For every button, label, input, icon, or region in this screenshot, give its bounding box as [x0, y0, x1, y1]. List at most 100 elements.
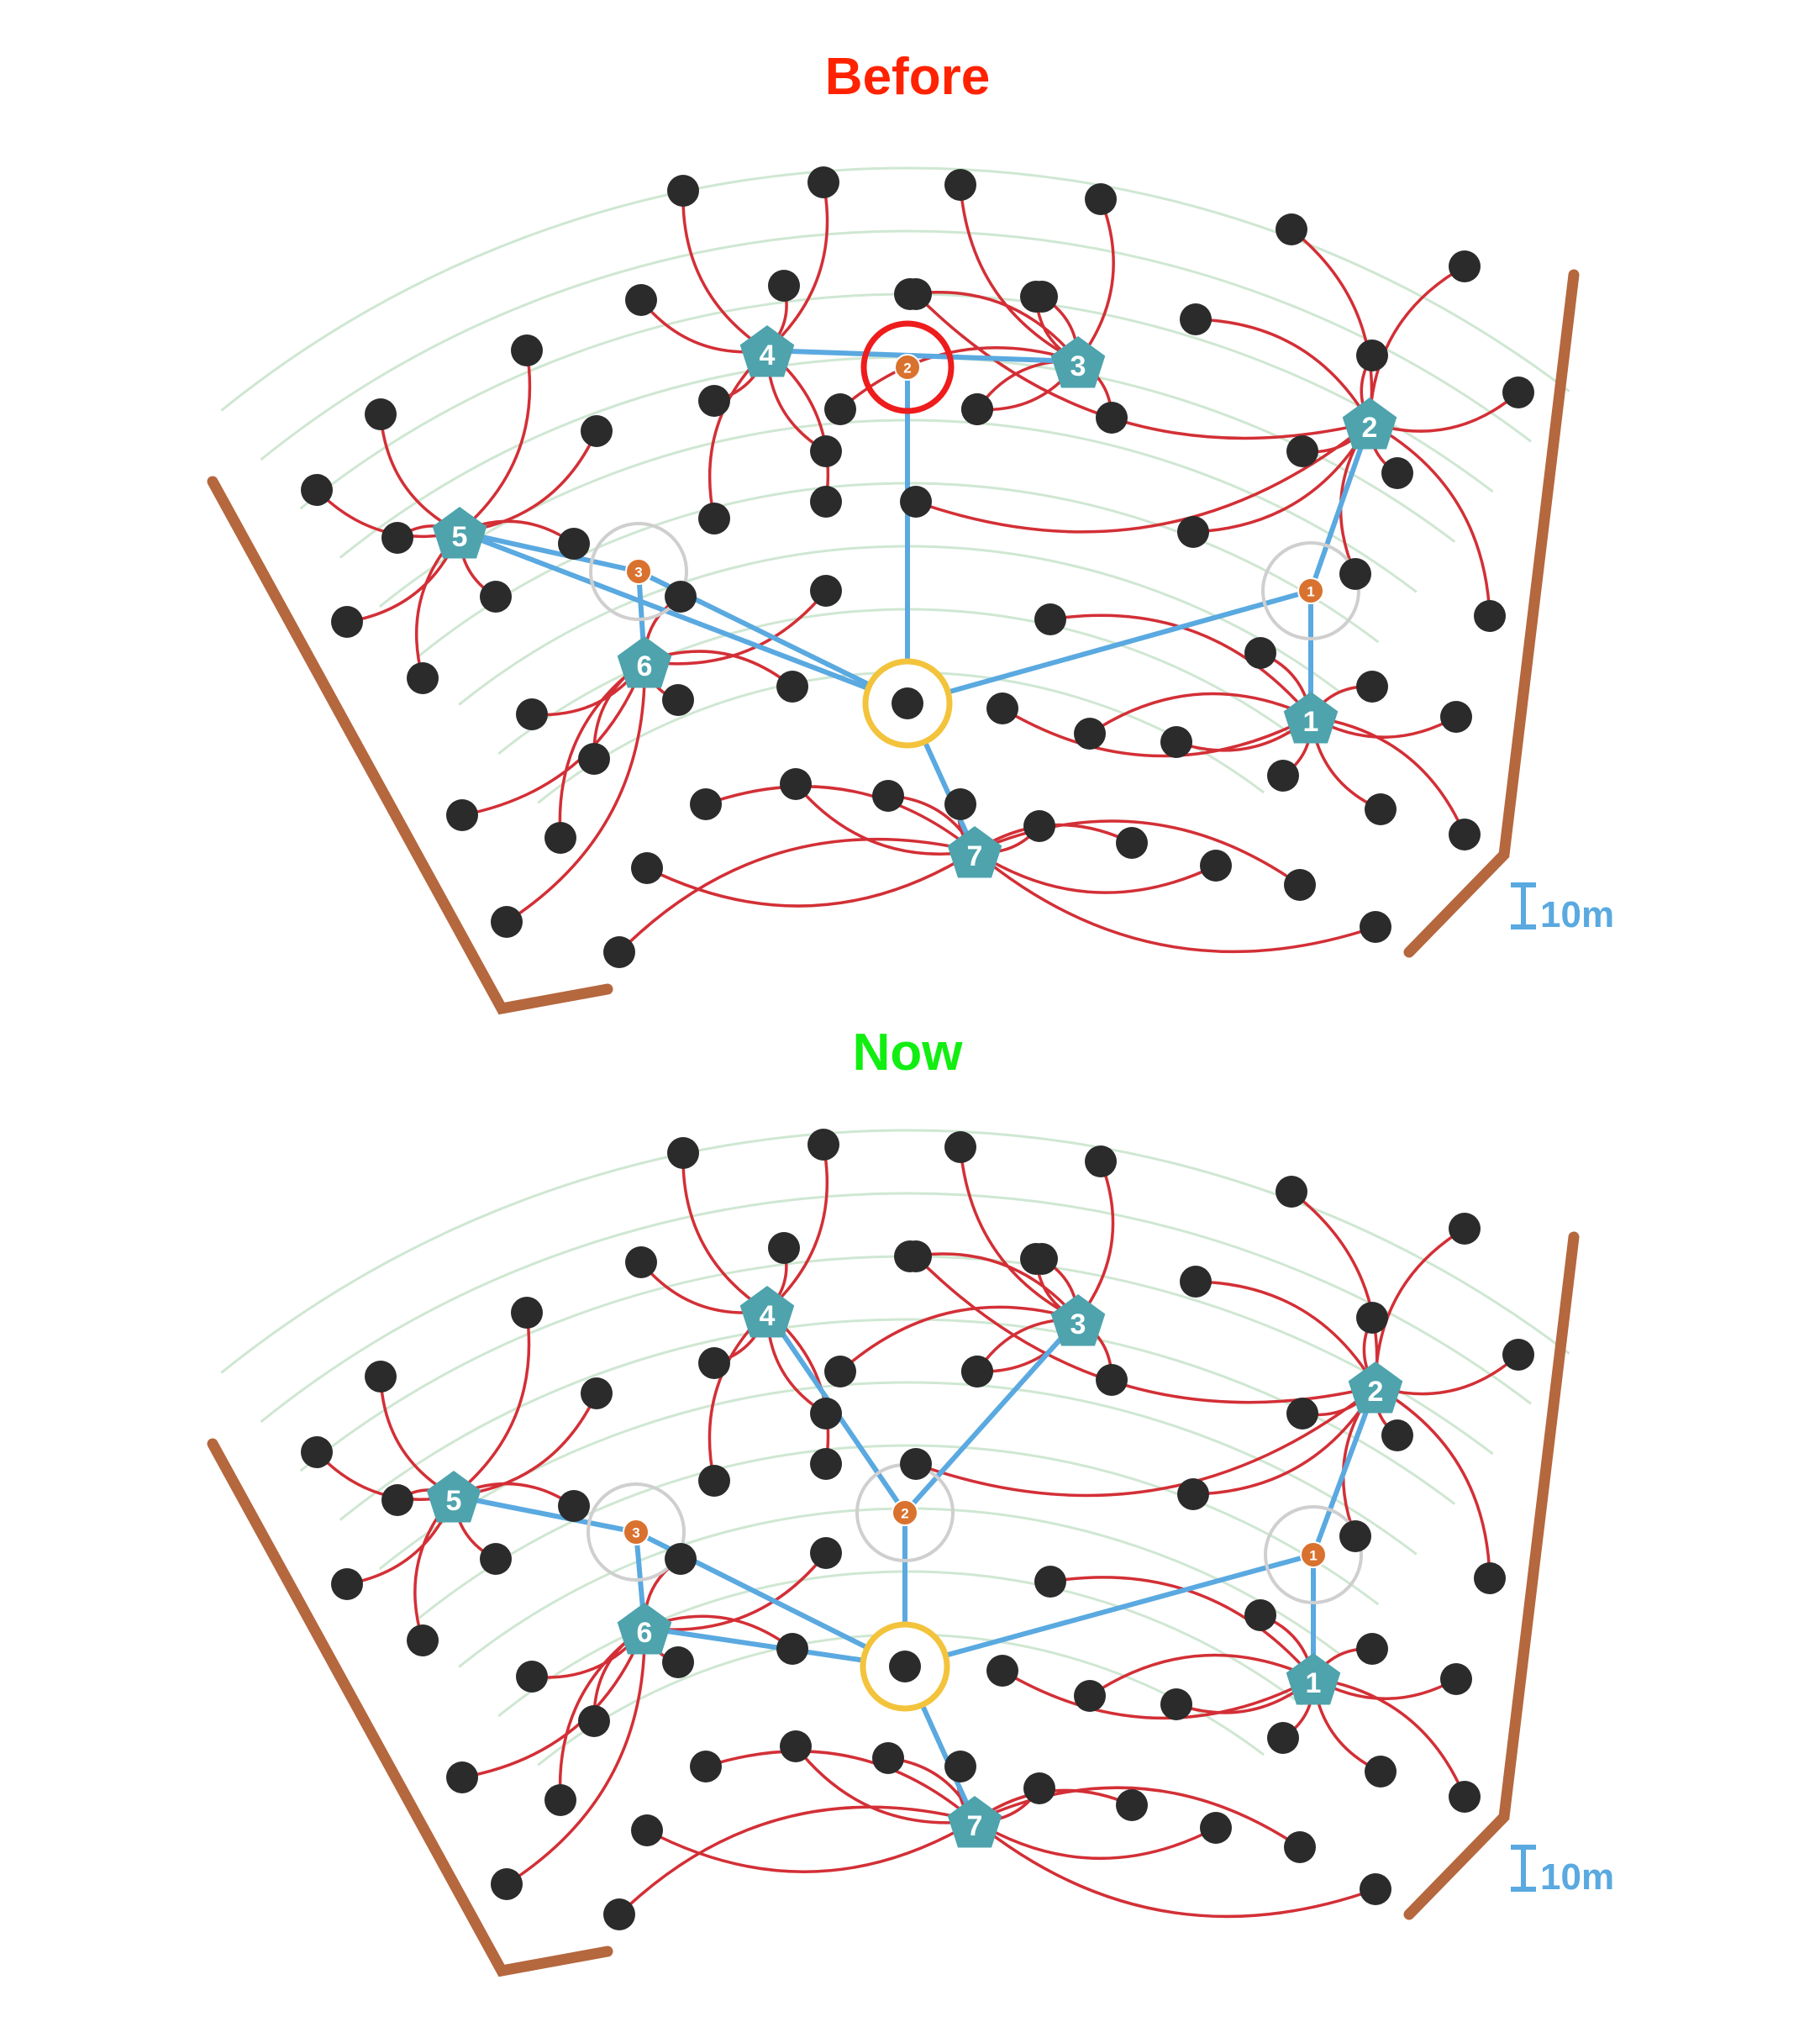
- device-node[interactable]: [516, 698, 548, 730]
- device-node[interactable]: [1286, 435, 1318, 467]
- device-node[interactable]: [365, 398, 397, 430]
- device-node[interactable]: [961, 1356, 993, 1387]
- device-node[interactable]: [1267, 1722, 1299, 1754]
- device-node[interactable]: [331, 606, 363, 638]
- hub-6[interactable]: 6: [617, 636, 672, 688]
- device-node[interactable]: [578, 743, 610, 775]
- junction-2[interactable]: 2: [892, 1499, 918, 1526]
- device-node[interactable]: [407, 662, 439, 694]
- device-node[interactable]: [1502, 1339, 1534, 1371]
- device-node[interactable]: [780, 1730, 812, 1762]
- device-node[interactable]: [810, 486, 842, 518]
- device-node[interactable]: [581, 1377, 613, 1409]
- device-node[interactable]: [768, 270, 800, 302]
- device-node[interactable]: [667, 175, 699, 207]
- junction-1[interactable]: 1: [1297, 577, 1324, 604]
- device-node[interactable]: [667, 1137, 699, 1169]
- device-node[interactable]: [1284, 869, 1316, 901]
- device-node[interactable]: [381, 1484, 413, 1516]
- junction-3[interactable]: 3: [625, 558, 652, 585]
- device-node[interactable]: [986, 1655, 1018, 1687]
- device-node[interactable]: [631, 852, 663, 884]
- device-node[interactable]: [1356, 1302, 1388, 1334]
- junction-3[interactable]: 3: [623, 1519, 650, 1545]
- device-node[interactable]: [810, 1537, 842, 1569]
- device-node[interactable]: [665, 1543, 697, 1575]
- device-node[interactable]: [807, 166, 839, 198]
- device-node[interactable]: [1034, 1566, 1066, 1598]
- device-node[interactable]: [1180, 1266, 1212, 1298]
- device-node[interactable]: [1474, 1562, 1506, 1594]
- device-node[interactable]: [1356, 340, 1388, 371]
- device-node[interactable]: [1474, 600, 1506, 632]
- device-node[interactable]: [780, 768, 812, 800]
- device-node[interactable]: [480, 581, 512, 613]
- device-node[interactable]: [810, 1398, 842, 1430]
- device-node[interactable]: [516, 1661, 548, 1693]
- device-node[interactable]: [1284, 1831, 1316, 1863]
- device-node[interactable]: [665, 581, 697, 613]
- device-node[interactable]: [446, 799, 478, 831]
- device-node[interactable]: [1339, 558, 1371, 590]
- device-node[interactable]: [480, 1543, 512, 1575]
- device-node[interactable]: [698, 1465, 730, 1497]
- device-node[interactable]: [1026, 281, 1058, 313]
- device-node[interactable]: [776, 671, 808, 703]
- device-node[interactable]: [662, 1646, 694, 1678]
- device-node[interactable]: [511, 1297, 543, 1329]
- hub-2[interactable]: 2: [1342, 398, 1397, 450]
- gateway[interactable]: [860, 1621, 950, 1712]
- device-node[interactable]: [1096, 402, 1128, 434]
- device-node[interactable]: [986, 692, 1018, 724]
- device-node[interactable]: [662, 684, 694, 716]
- device-node[interactable]: [1096, 1364, 1128, 1396]
- device-node[interactable]: [944, 1131, 976, 1163]
- device-node[interactable]: [1267, 760, 1299, 792]
- device-node[interactable]: [544, 1784, 576, 1816]
- device-node[interactable]: [1365, 793, 1397, 825]
- device-node[interactable]: [1449, 1781, 1481, 1813]
- device-node[interactable]: [824, 1356, 856, 1387]
- device-node[interactable]: [544, 822, 576, 854]
- hub-2[interactable]: 2: [1348, 1361, 1403, 1414]
- device-node[interactable]: [558, 1490, 590, 1522]
- device-node[interactable]: [1074, 1680, 1106, 1712]
- device-node[interactable]: [631, 1814, 663, 1846]
- device-node[interactable]: [690, 1751, 722, 1782]
- device-node[interactable]: [1339, 1520, 1371, 1552]
- device-node[interactable]: [872, 780, 904, 812]
- hub-7[interactable]: 7: [947, 826, 1002, 878]
- device-node[interactable]: [1085, 1145, 1117, 1177]
- hub-3[interactable]: 3: [1050, 1294, 1106, 1346]
- device-node[interactable]: [1023, 810, 1055, 842]
- device-node[interactable]: [872, 1742, 904, 1774]
- device-node[interactable]: [1440, 1663, 1472, 1695]
- device-node[interactable]: [603, 1898, 635, 1930]
- device-node[interactable]: [776, 1633, 808, 1665]
- device-node[interactable]: [807, 1129, 839, 1161]
- hub-1[interactable]: 1: [1286, 1653, 1341, 1705]
- device-node[interactable]: [491, 1868, 523, 1900]
- hub-5[interactable]: 5: [432, 507, 487, 559]
- device-node[interactable]: [944, 169, 976, 201]
- device-node[interactable]: [1023, 1772, 1055, 1804]
- device-node[interactable]: [1356, 671, 1388, 703]
- device-node[interactable]: [1276, 1176, 1307, 1208]
- device-node[interactable]: [1356, 1633, 1388, 1665]
- device-node[interactable]: [581, 415, 613, 447]
- device-node[interactable]: [824, 393, 856, 425]
- device-node[interactable]: [301, 474, 333, 506]
- device-node[interactable]: [331, 1568, 363, 1600]
- gateway[interactable]: [862, 658, 953, 749]
- device-node[interactable]: [1116, 827, 1148, 859]
- hub-3[interactable]: 3: [1050, 336, 1106, 388]
- device-node[interactable]: [1360, 911, 1391, 943]
- device-node[interactable]: [1286, 1398, 1318, 1430]
- device-node[interactable]: [625, 284, 657, 316]
- device-node[interactable]: [1200, 1812, 1232, 1844]
- hub-6[interactable]: 6: [617, 1603, 672, 1655]
- device-node[interactable]: [1034, 603, 1066, 635]
- device-node[interactable]: [810, 435, 842, 467]
- device-node[interactable]: [1180, 303, 1212, 335]
- device-node[interactable]: [768, 1232, 800, 1264]
